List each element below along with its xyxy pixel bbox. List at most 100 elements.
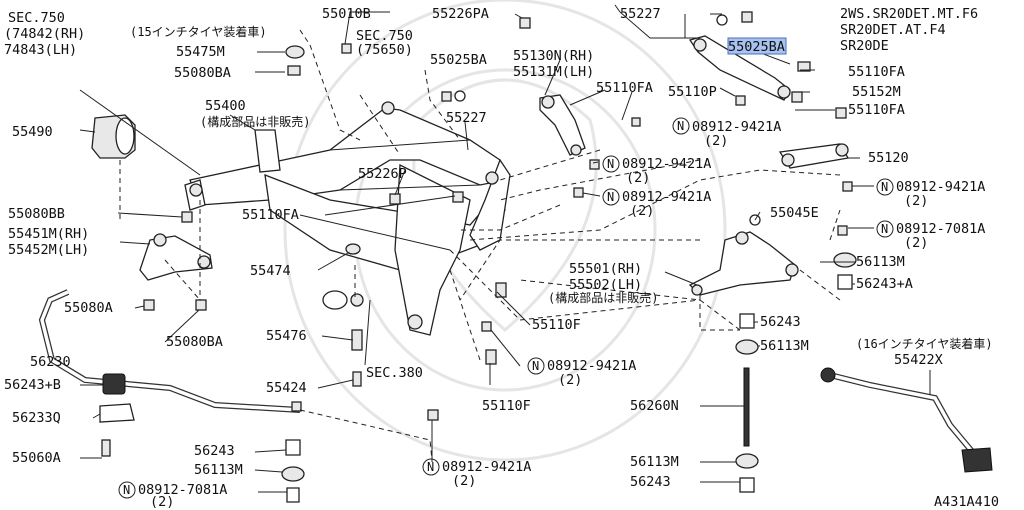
label-55080BA-top: 55080BA [174, 65, 231, 81]
label-08912-9421A-5: 08912-9421A [547, 358, 636, 374]
label-08912-9421A-2: 08912-9421A [622, 156, 711, 172]
label-55080BB: 55080BB [8, 206, 65, 222]
label-55451M: 55451M(RH) [8, 226, 89, 242]
highlight-box [727, 37, 787, 55]
label-56113M-1: 56113M [856, 254, 905, 270]
label-55120: 55120 [868, 150, 909, 166]
label-sec750-a: SEC.750 [8, 10, 65, 26]
labels: SEC.750 (74842(RH) 74843(LH) (15インチタイヤ装着… [4, 6, 999, 510]
label-55227-mid: 55227 [446, 110, 487, 126]
label-55452M: 55452M(LH) [8, 242, 89, 258]
qty-08912-9421A-2: (2) [626, 170, 650, 186]
label-08912-9421A-4: 08912-9421A [622, 189, 711, 205]
label-56233Q: 56233Q [12, 410, 61, 426]
n-circle-8 [118, 481, 136, 499]
label-56230: 56230 [30, 354, 71, 370]
n-circle-2-letter: N [607, 157, 614, 171]
label-55422X: 55422X [894, 352, 943, 368]
label-08912-9421A-6: 08912-9421A [442, 459, 531, 475]
bushing-55490 [91, 114, 136, 159]
label-56243-1: 56243 [760, 314, 801, 330]
label-55110F-2: 55110F [482, 398, 531, 414]
label-55110P: 55110P [668, 84, 717, 100]
n-circle-7-letter: N [427, 460, 434, 474]
label-sec750-a-lh: 74843(LH) [4, 42, 77, 58]
label-55130N: 55130N(RH) [513, 48, 594, 64]
note-not-sold-2: (構成部品は非販売) [548, 290, 658, 305]
label-08912-9421A-3: 08912-9421A [896, 179, 985, 195]
label-55110FA-1: 55110FA [596, 80, 653, 96]
note-not-sold-1: (構成部品は非販売) [200, 114, 310, 129]
label-55475M: 55475M [176, 44, 225, 60]
n-circle-3 [876, 178, 894, 196]
n-circle-6-letter: N [532, 359, 539, 373]
label-55490: 55490 [12, 124, 53, 140]
label-56243-2: 56243 [194, 443, 235, 459]
n-circle-4-letter: N [607, 190, 614, 204]
label-56243A: 56243+A [856, 276, 913, 292]
label-sec750-a-rh: (74842(RH) [4, 26, 85, 42]
label-08912-7081A-1: 08912-7081A [896, 221, 985, 237]
fasteners [101, 17, 853, 457]
label-56113M-3: 56113M [194, 462, 243, 478]
label-55010B: 55010B [322, 6, 371, 22]
stabilizer-56230 [38, 289, 301, 423]
upper-link-55025 [688, 11, 791, 101]
note-line-2: SR20DET.AT.F4 [840, 22, 946, 38]
label-55080A: 55080A [64, 300, 113, 316]
n-circle-1-letter: N [677, 119, 684, 133]
note-line-3: SR20DE [840, 38, 889, 54]
n-circle-5-letter: N [881, 222, 888, 236]
qty-08912-9421A-1: (2) [704, 133, 728, 149]
stabilizer-55422 [820, 367, 993, 473]
n-circle-4 [602, 188, 620, 206]
label-55110F-1: 55110F [532, 317, 581, 333]
n-circle-7 [422, 458, 440, 476]
label-55227-top: 55227 [620, 6, 661, 22]
n-circle-8-letter: N [123, 483, 130, 497]
arm-55451 [139, 233, 213, 281]
label-55476: 55476 [266, 328, 307, 344]
n-circle-5 [876, 220, 894, 238]
label-55424: 55424 [266, 380, 307, 396]
n-circle-6 [527, 357, 545, 375]
qty-08912-9421A-6: (2) [452, 473, 476, 489]
label-55226P: 55226P [358, 166, 407, 182]
label-sec750-b: SEC.750 [356, 28, 413, 44]
note-line-1: 2WS.SR20DET.MT.F6 [840, 6, 978, 22]
label-55060A: 55060A [12, 450, 61, 466]
label-55025BA: 55025BA [728, 39, 785, 55]
label-55400: 55400 [205, 98, 246, 114]
crossmember-55400 [184, 101, 511, 336]
label-sec750-b-ref: (75650) [356, 42, 413, 58]
label-56113M-2: 56113M [760, 338, 809, 354]
label-55045E: 55045E [770, 205, 819, 221]
label-55110FA-2: 55110FA [848, 64, 905, 80]
label-56260N: 56260N [630, 398, 679, 414]
link-55120 [778, 143, 850, 169]
label-08912-9421A-1: 08912-9421A [692, 119, 781, 135]
qty-08912-9421A-5: (2) [558, 372, 582, 388]
lower-arm-55501 [688, 231, 799, 296]
label-55501: 55501(RH) [569, 261, 642, 277]
n-circle-1 [672, 117, 690, 135]
figure-code: A431A410 [934, 494, 999, 510]
mount-stack-mid [735, 313, 759, 493]
mount-stack-left [281, 439, 305, 503]
label-55474: 55474 [250, 263, 291, 279]
n-circle-2 [602, 155, 620, 173]
label-55502: 55502(LH) [569, 277, 642, 293]
label-55025BA-mid: 55025BA [430, 52, 487, 68]
label-08912-7081A-2: 08912-7081A [138, 482, 227, 498]
label-55226PA: 55226PA [432, 6, 489, 22]
label-56243-3: 56243 [630, 474, 671, 490]
label-56113M-4: 56113M [630, 454, 679, 470]
leader-lines [54, 4, 931, 493]
label-55110FA-3: 55110FA [848, 102, 905, 118]
label-sec380: SEC.380 [366, 365, 423, 381]
note-tire-16: (16インチタイヤ装着車) [856, 336, 993, 351]
qty-08912-7081A-2: (2) [150, 494, 174, 510]
qty-08912-9421A-3: (2) [904, 193, 928, 209]
label-55110FA-4: 55110FA [242, 207, 299, 223]
